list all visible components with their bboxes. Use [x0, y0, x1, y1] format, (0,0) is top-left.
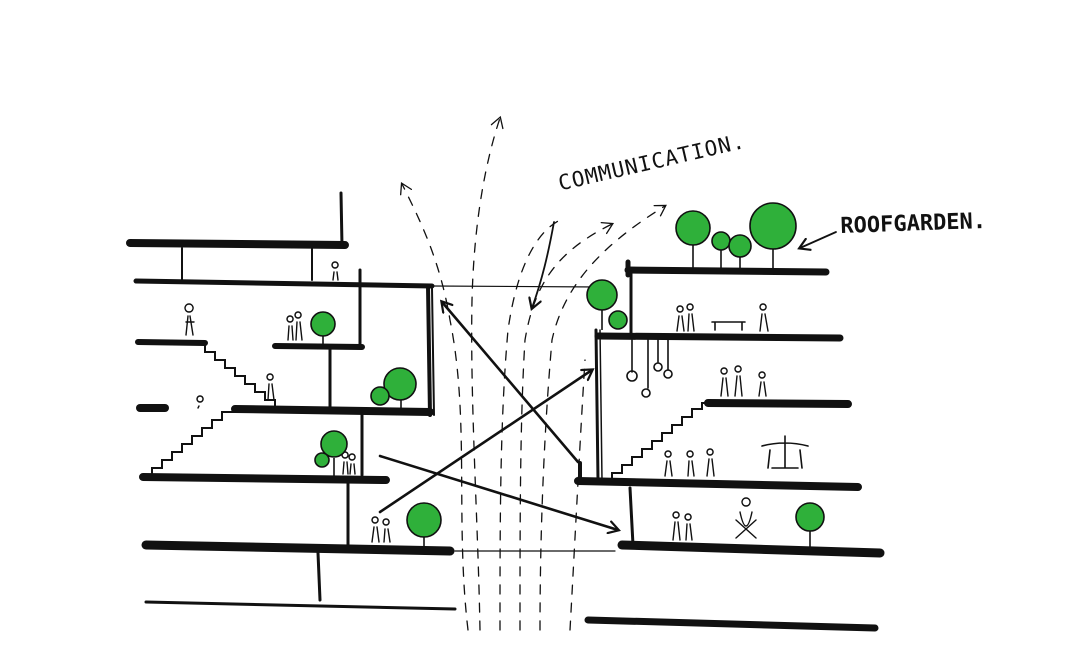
table	[711, 321, 746, 331]
tree-icon	[310, 311, 336, 346]
circulation-arrows	[378, 221, 837, 530]
communication-flow-lines	[400, 115, 667, 631]
right-level2-slab	[594, 332, 844, 342]
fountain	[761, 435, 809, 469]
tree-icon	[749, 202, 797, 268]
arrow-diagonal-up	[378, 370, 592, 514]
left-level3-slab	[135, 339, 208, 346]
people-figures	[184, 261, 769, 543]
tree-icon	[675, 210, 711, 268]
right-roof-slab	[624, 266, 830, 276]
left-level6-slab	[141, 540, 455, 556]
right-level4-slab	[574, 477, 862, 491]
left-roof-slab	[126, 239, 349, 249]
roof-garden-label: ROOFGARDEN.	[840, 208, 987, 239]
arrow-communication-pointer	[532, 221, 555, 308]
tree-icon	[711, 231, 731, 268]
right-stair	[611, 402, 713, 482]
trees	[310, 202, 825, 547]
tree-icon	[314, 430, 348, 476]
tree-icon	[728, 234, 752, 268]
tree-icon	[370, 367, 417, 410]
tree-icon	[795, 502, 825, 547]
tree-icon	[586, 279, 628, 330]
right-level5-slab	[617, 540, 885, 558]
tree-icon	[406, 502, 442, 546]
arrow-cross-back	[442, 302, 580, 464]
right-ground-slab	[584, 616, 879, 632]
left-stair-lower	[151, 411, 236, 476]
right-building	[574, 259, 885, 632]
arrow-diagonal-down	[378, 454, 618, 530]
left-upper-slab	[133, 278, 435, 289]
left-stair-upper	[204, 342, 291, 409]
hanging-lamps	[626, 339, 673, 398]
left-level5-slab	[139, 473, 390, 484]
left-building	[126, 191, 616, 611]
arrow-roof-garden-pointer	[800, 231, 837, 248]
left-ground-line	[144, 600, 457, 611]
right-level3-slab	[704, 399, 852, 408]
